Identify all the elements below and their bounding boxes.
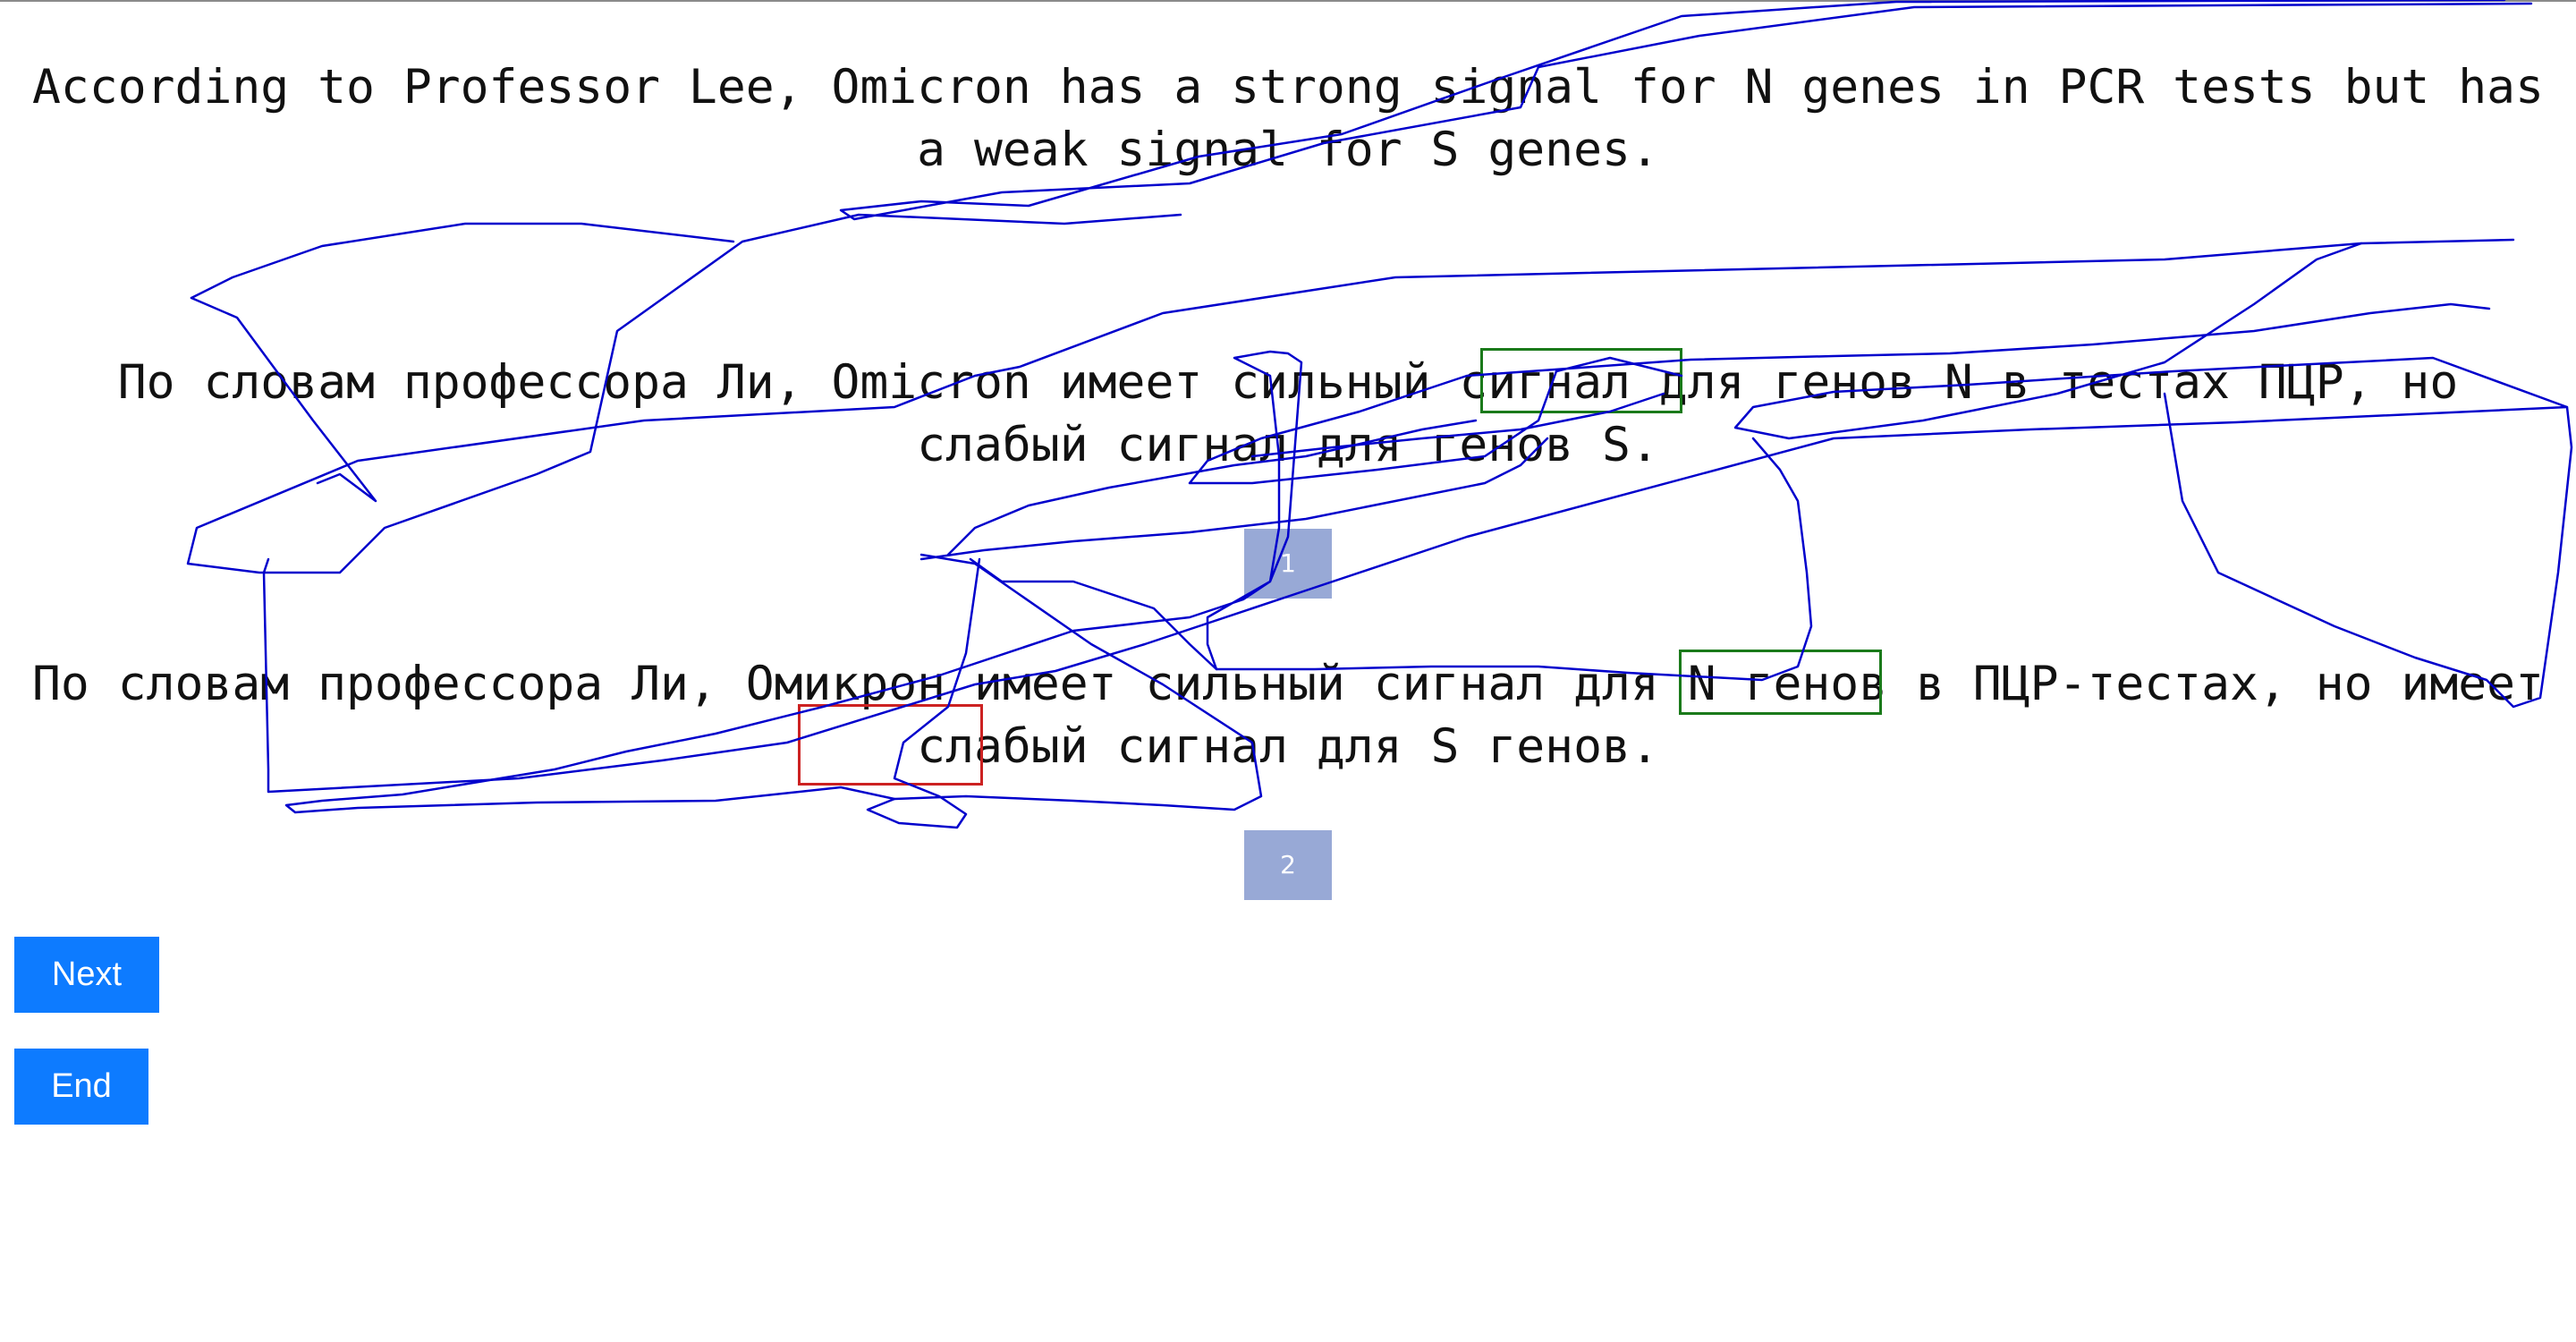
top-border <box>0 0 2576 2</box>
rank-badge-2[interactable]: 2 <box>1244 830 1332 900</box>
translation-sentence-1: По словам профессора Ли, Omicron имеет с… <box>117 355 2459 472</box>
source-sentence: According to Professor Lee, Omicron has … <box>32 60 2544 177</box>
translation-sentence-2: По словам профессора Ли, Омикрон имеет с… <box>32 657 2544 774</box>
next-button[interactable]: Next <box>14 937 159 1013</box>
rank-badge-1[interactable]: 1 <box>1244 529 1332 599</box>
end-button[interactable]: End <box>14 1049 148 1125</box>
pen-stroke <box>190 222 735 300</box>
